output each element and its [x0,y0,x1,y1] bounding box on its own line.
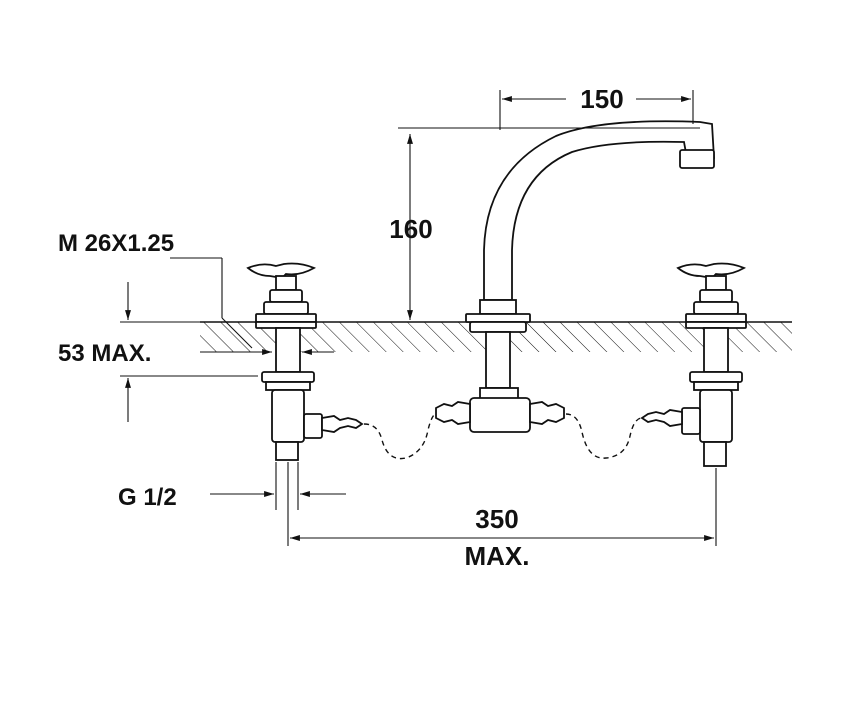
right-valve [640,262,747,467]
label-deck-thickness: 53 MAX. [58,340,151,367]
label-spout-reach: 150 [580,84,623,114]
dim-spacing [287,462,717,546]
dim-connection [210,462,346,510]
label-spout-height: 160 [389,214,432,244]
label-spacing-suffix: MAX. [465,541,530,571]
left-valve [246,262,364,461]
label-spacing-value: 350 [475,504,518,534]
label-connection: G 1/2 [118,484,177,511]
dim-spout-height [398,127,700,320]
dim-deck-thickness [120,282,334,422]
center-spout [435,120,715,433]
label-thread: M 26X1.25 [58,230,174,257]
dim-spout-reach [499,90,694,130]
dim-thread [170,257,253,349]
flex-hoses [363,413,643,460]
